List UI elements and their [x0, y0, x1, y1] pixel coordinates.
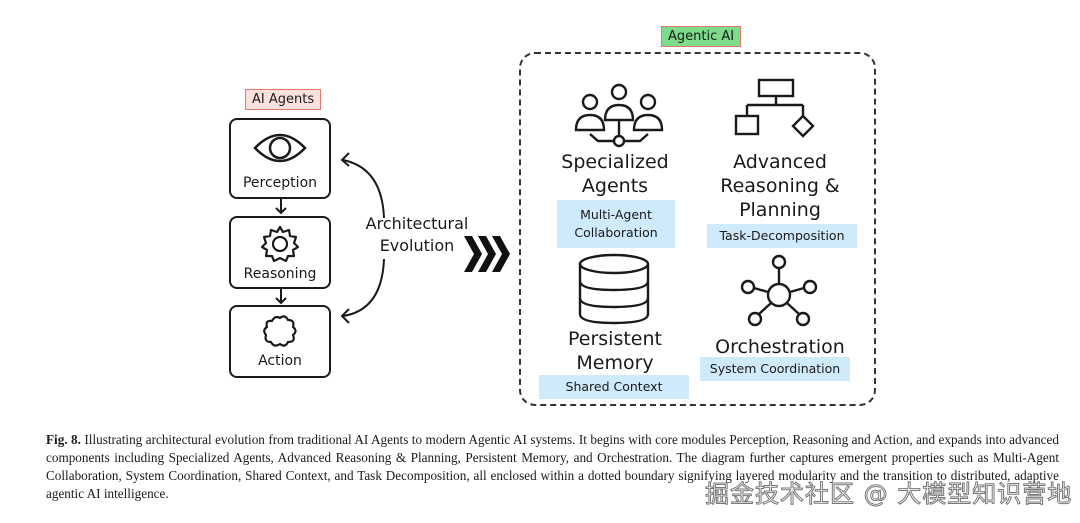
- perception-module: Perception: [229, 118, 331, 199]
- evolution-line-1: Architectural: [365, 214, 469, 233]
- eye-icon: [253, 133, 307, 163]
- figure-caption: Fig. 8. Illustrating architectural evolu…: [46, 431, 1059, 503]
- database-icon: [578, 253, 650, 325]
- task-decomposition-badge: Task-Decomposition: [707, 224, 857, 248]
- curved-arrow-up-icon: [340, 152, 385, 219]
- gear-icon: [260, 225, 300, 263]
- reasoning-label: Reasoning: [243, 266, 317, 282]
- cloud-icon: [263, 315, 297, 347]
- action-module: Action: [229, 305, 331, 378]
- specialized-agents-title: Specialized Agents: [561, 151, 669, 197]
- action-label: Action: [258, 353, 302, 369]
- perception-label: Perception: [242, 175, 318, 191]
- caption-text: Illustrating architectural evolution fro…: [46, 432, 1059, 501]
- watermark: 掘金技术社区 @ 大模型知识营地: [704, 480, 1073, 509]
- evolution-line-2: Evolution: [379, 236, 455, 255]
- system-coordination-badge: System Coordination: [700, 357, 850, 381]
- agentic-ai-tag: Agentic AI: [661, 26, 742, 47]
- multi-agent-collaboration-badge: Multi-Agent Collaboration: [557, 200, 675, 248]
- users-network-icon: [574, 83, 664, 148]
- advanced-reasoning-title: Advanced Reasoning & Planning: [720, 151, 840, 221]
- agentic-ai-boundary: [519, 52, 876, 406]
- orchestration-title: Orchestration: [715, 336, 845, 358]
- architectural-evolution-label: Architectural Evolution: [352, 213, 482, 257]
- curved-arrow-down-icon: [340, 258, 385, 324]
- reasoning-module: Reasoning: [229, 216, 331, 289]
- shared-context-badge: Shared Context: [539, 375, 689, 399]
- triple-chevron-right-icon: [464, 236, 510, 272]
- down-arrow-icon: [275, 199, 287, 215]
- hub-network-icon: [740, 254, 818, 327]
- ai-agents-tag: AI Agents: [245, 89, 322, 110]
- down-arrow-icon: [275, 289, 287, 305]
- persistent-memory-title: Persistent Memory: [568, 328, 662, 374]
- flowchart-icon: [734, 78, 815, 138]
- caption-label: Fig. 8.: [46, 432, 81, 447]
